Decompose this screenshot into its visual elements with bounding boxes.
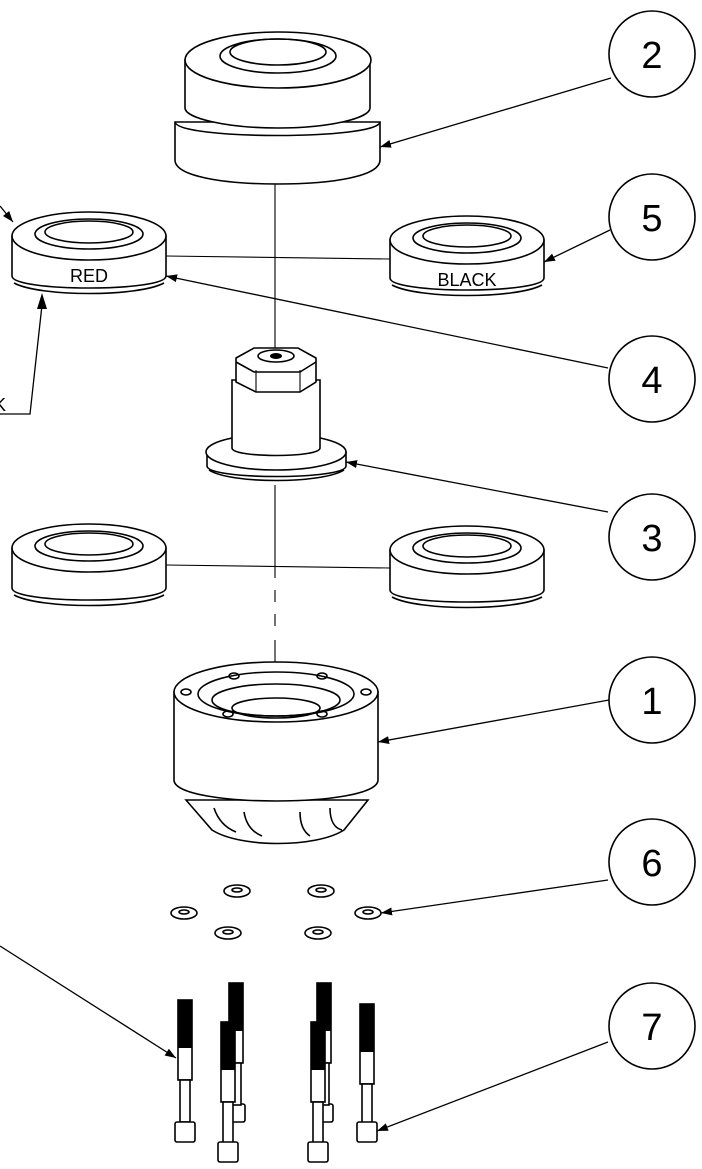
part-7-screws [174, 982, 378, 1163]
balloon-7-number: 7 [641, 1007, 662, 1049]
balloon-1-number: 1 [641, 681, 662, 723]
bearing-lower-left [11, 523, 167, 607]
screw [307, 1021, 329, 1163]
part-6-washers [170, 884, 382, 940]
red-ring-label: RED [70, 266, 108, 286]
balloon-5-number: 5 [641, 198, 662, 240]
bearing-axis-line-upper [165, 255, 391, 260]
bearing-black [389, 215, 545, 297]
balloon-1: 1 [608, 656, 696, 744]
washer [354, 906, 382, 920]
washer [214, 926, 242, 940]
screw [174, 999, 196, 1143]
leader-lines [0, 77, 612, 1132]
balloon-3-number: 3 [641, 518, 662, 560]
balloon-6: 6 [608, 818, 696, 906]
balloon-6-number: 6 [641, 843, 662, 885]
balloon-7: 7 [608, 982, 696, 1070]
red-ring-leader-arrow [37, 293, 47, 309]
washer [304, 926, 332, 940]
bearing-red [11, 211, 167, 295]
balloon-5: 5 [608, 173, 696, 261]
screw [217, 1021, 239, 1163]
cropped-left-label: K [0, 395, 6, 415]
washer [223, 884, 251, 898]
part-2-top-cap [174, 31, 381, 185]
bearing-lower-right [389, 525, 545, 609]
washer [307, 884, 335, 898]
balloon-2: 2 [608, 10, 696, 98]
bearing-axis-line-lower [165, 564, 391, 569]
part-1-housing [173, 661, 379, 845]
balloon-4: 4 [608, 335, 696, 423]
screw [356, 1003, 378, 1143]
black-ring-label: BLACK [437, 270, 496, 290]
balloon-4-number: 4 [641, 360, 662, 402]
washer [170, 906, 198, 920]
part-3-shaft [205, 347, 347, 482]
balloon-3: 3 [608, 493, 696, 581]
balloon-2-number: 2 [641, 35, 662, 77]
